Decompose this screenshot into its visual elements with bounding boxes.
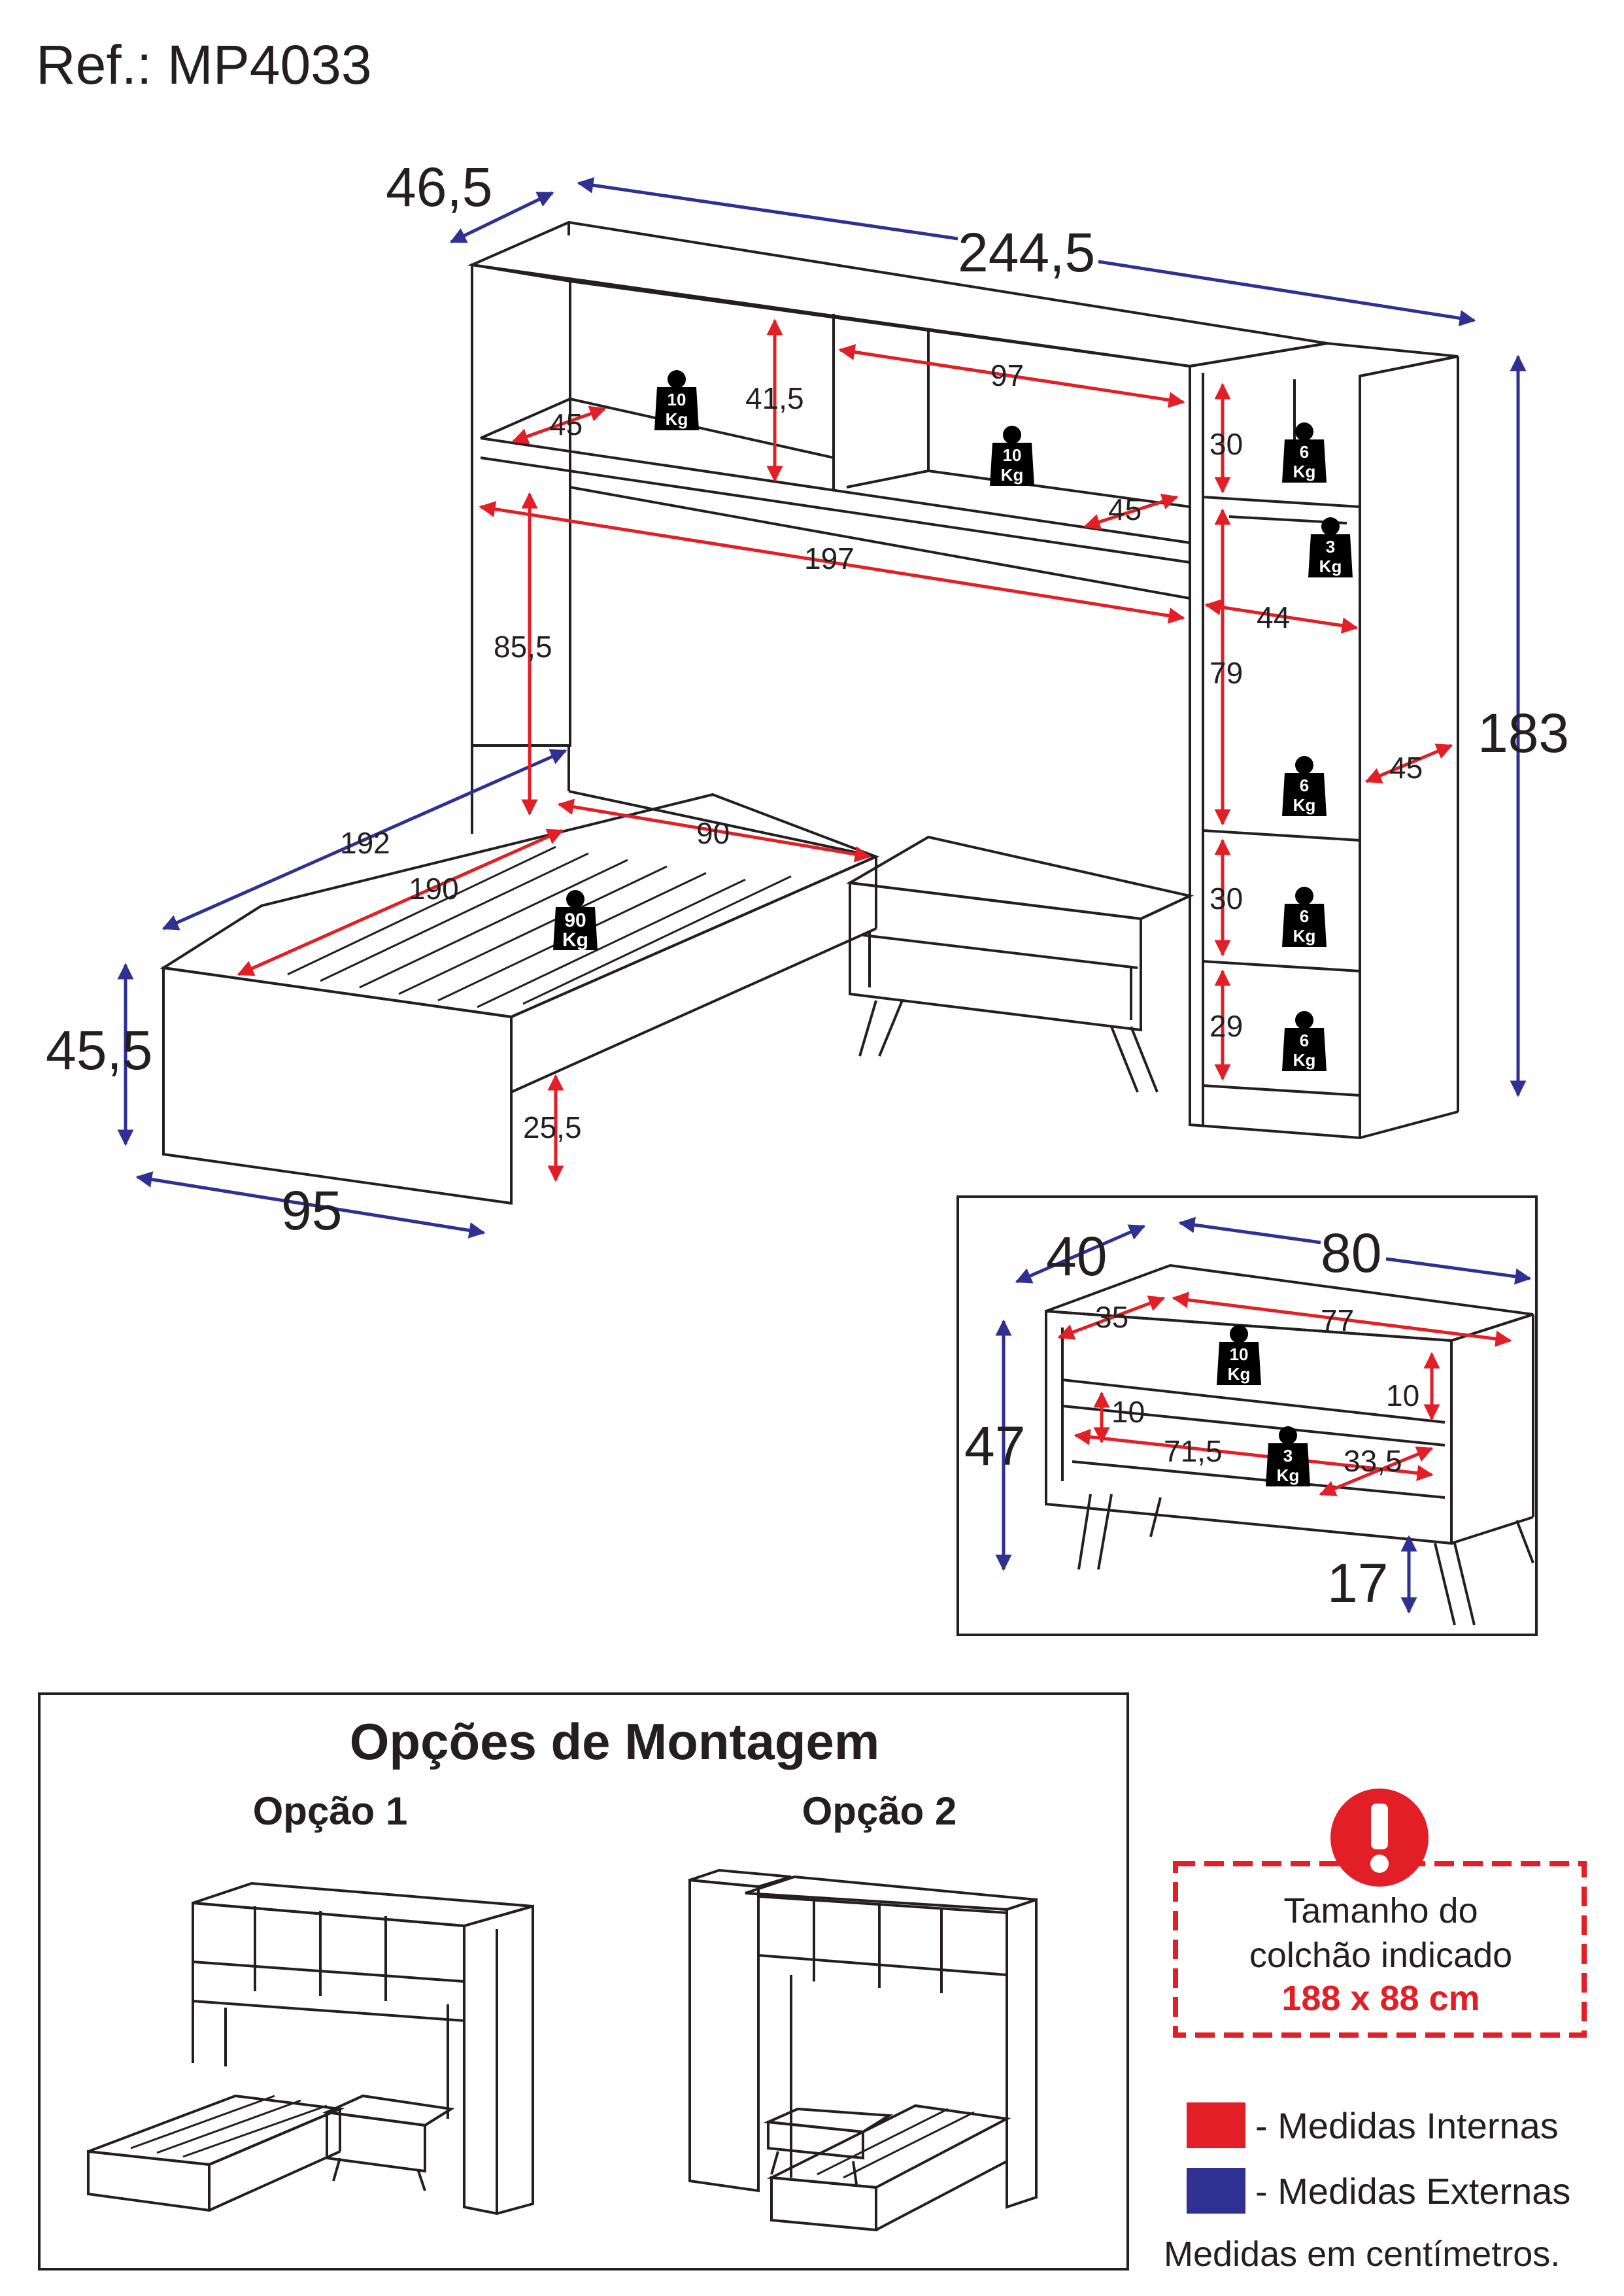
svg-text:Kg: Kg xyxy=(1293,1050,1316,1070)
svg-text:90: 90 xyxy=(564,910,586,931)
dim-overall-height: 183 xyxy=(1478,702,1569,764)
svg-text:3: 3 xyxy=(1326,537,1335,557)
weight-badge-hanger: 3 Kg xyxy=(1308,517,1353,577)
dim-nightstand-width: 80 xyxy=(1321,1222,1381,1284)
bed-drawing xyxy=(160,745,880,1205)
dim-niche-width: 97 xyxy=(990,358,1024,392)
weight-badge-right-niche: 10 Kg xyxy=(990,426,1034,486)
weight-badge-nightstand-drawer: 3 Kg xyxy=(1266,1426,1310,1486)
mattress-note-line1: Tamanho do xyxy=(1283,1891,1478,1930)
svg-text:6: 6 xyxy=(1300,906,1309,926)
assembly-title: Opções de Montagem xyxy=(350,1713,879,1770)
svg-text:Kg: Kg xyxy=(562,929,588,951)
dim-niche-height: 41,5 xyxy=(745,381,804,415)
svg-text:10: 10 xyxy=(1230,1345,1249,1364)
svg-text:10: 10 xyxy=(668,390,686,409)
bridge-unit-drawing xyxy=(467,220,1459,1140)
dim-nightstand-drawer-width: 71,5 xyxy=(1164,1434,1223,1468)
dim-nightstand-drawer-depth: 33,5 xyxy=(1344,1444,1402,1478)
svg-text:Kg: Kg xyxy=(1001,465,1024,485)
dim-bed-width-inner: 90 xyxy=(696,816,730,850)
option1-label: Opção 1 xyxy=(253,1789,408,1833)
reference-title: Ref.: MP4033 xyxy=(36,34,372,95)
option1-drawing xyxy=(87,1881,534,2216)
dim-bed-width-outer: 95 xyxy=(281,1180,342,1241)
mattress-note: Tamanho do colchão indicado 188 x 88 cm xyxy=(1173,1789,1587,2038)
legend-units: Medidas em centímetros. xyxy=(1164,2235,1560,2274)
dim-bed-clearance: 85,5 xyxy=(494,630,552,664)
dim-bed-base-height: 25,5 xyxy=(523,1110,582,1144)
svg-text:3: 3 xyxy=(1283,1446,1293,1465)
main-dimension-labels: 46,5 244,5 183 45 41,5 97 45 197 85,5 30… xyxy=(46,156,1569,1241)
svg-text:Kg: Kg xyxy=(1293,926,1316,946)
svg-text:6: 6 xyxy=(1300,776,1309,795)
dim-bed-height: 45,5 xyxy=(46,1019,153,1081)
svg-text:Kg: Kg xyxy=(1228,1364,1251,1384)
warning-icon xyxy=(1330,1789,1429,1887)
weight-badge-tower-niche-mid: 6 Kg xyxy=(1282,887,1327,947)
weight-badge-nightstand-top: 10 Kg xyxy=(1217,1325,1261,1385)
legend-internal: - Medidas Internas xyxy=(1255,2105,1559,2146)
weight-badge-tower-top: 6 Kg xyxy=(1282,422,1327,483)
weight-badge-top-shelf: 10 Kg xyxy=(654,370,699,430)
dim-niche-depth: 45 xyxy=(1108,492,1142,526)
dim-nightstand-shelf-height: 10 xyxy=(1386,1379,1419,1413)
svg-text:Kg: Kg xyxy=(1319,557,1342,576)
dim-shelf-depth: 45 xyxy=(549,407,583,441)
dim-tower-hanger-height: 79 xyxy=(1210,656,1243,690)
dim-nightstand-leg-height: 17 xyxy=(1327,1552,1388,1614)
dim-nightstand-height: 47 xyxy=(964,1415,1025,1477)
dim-nightstand-inner-depth: 35 xyxy=(1095,1300,1128,1334)
legend-swatch-internal xyxy=(1187,2102,1245,2148)
dim-bed-length-outer: 192 xyxy=(340,826,390,860)
svg-text:Kg: Kg xyxy=(1277,1465,1300,1485)
dim-tower-top-niche: 30 xyxy=(1210,427,1243,461)
dim-nightstand-inner-width: 77 xyxy=(1321,1303,1354,1337)
weight-badge-tower-niche-bottom: 6 Kg xyxy=(1282,1011,1327,1071)
dim-overall-depth: 46,5 xyxy=(386,156,493,218)
dim-nightstand-drawer-height: 10 xyxy=(1111,1395,1145,1429)
svg-text:Kg: Kg xyxy=(1293,795,1316,815)
dim-tower-inner-width: 44 xyxy=(1257,600,1290,634)
main-dimension-lines xyxy=(117,177,1527,1239)
dim-tower-niche-bottom: 29 xyxy=(1210,1009,1243,1043)
nightstand-small-drawing xyxy=(845,835,1194,1093)
dim-bridge-width: 197 xyxy=(804,541,854,575)
legend-external: - Medidas Externas xyxy=(1255,2170,1570,2212)
dim-tower-depth: 45 xyxy=(1389,751,1423,785)
option2-label: Opção 2 xyxy=(802,1789,957,1833)
svg-text:6: 6 xyxy=(1300,442,1309,462)
weight-badge-tower-shelf: 6 Kg xyxy=(1282,756,1327,816)
dim-bed-length-inner: 190 xyxy=(409,872,459,906)
svg-text:10: 10 xyxy=(1003,445,1022,465)
option2-drawing xyxy=(688,1868,1038,2232)
weight-badge-bed: 90 Kg xyxy=(553,890,598,951)
nightstand-detail-panel xyxy=(956,1195,1538,1636)
legend-swatch-external xyxy=(1187,2168,1245,2214)
mattress-note-line2: colchão indicado xyxy=(1249,1936,1512,1975)
assembly-options-panel: Opções de Montagem Opção 1 Opção 2 xyxy=(38,1692,1129,2270)
svg-text:Kg: Kg xyxy=(666,409,688,429)
legend: - Medidas Internas - Medidas Externas Me… xyxy=(1164,2102,1570,2274)
dim-tower-niche-mid: 30 xyxy=(1210,882,1243,916)
dim-overall-width: 244,5 xyxy=(958,222,1095,283)
dim-nightstand-depth: 40 xyxy=(1046,1225,1107,1287)
svg-text:Kg: Kg xyxy=(1293,462,1316,481)
mattress-size: 188 x 88 cm xyxy=(1281,1979,1480,2018)
nightstand-dimension-labels: 40 80 35 77 47 10 10 71,5 33,5 17 xyxy=(964,1222,1419,1614)
svg-text:6: 6 xyxy=(1300,1031,1309,1050)
nightstand-dimension-lines xyxy=(995,1216,1532,1614)
